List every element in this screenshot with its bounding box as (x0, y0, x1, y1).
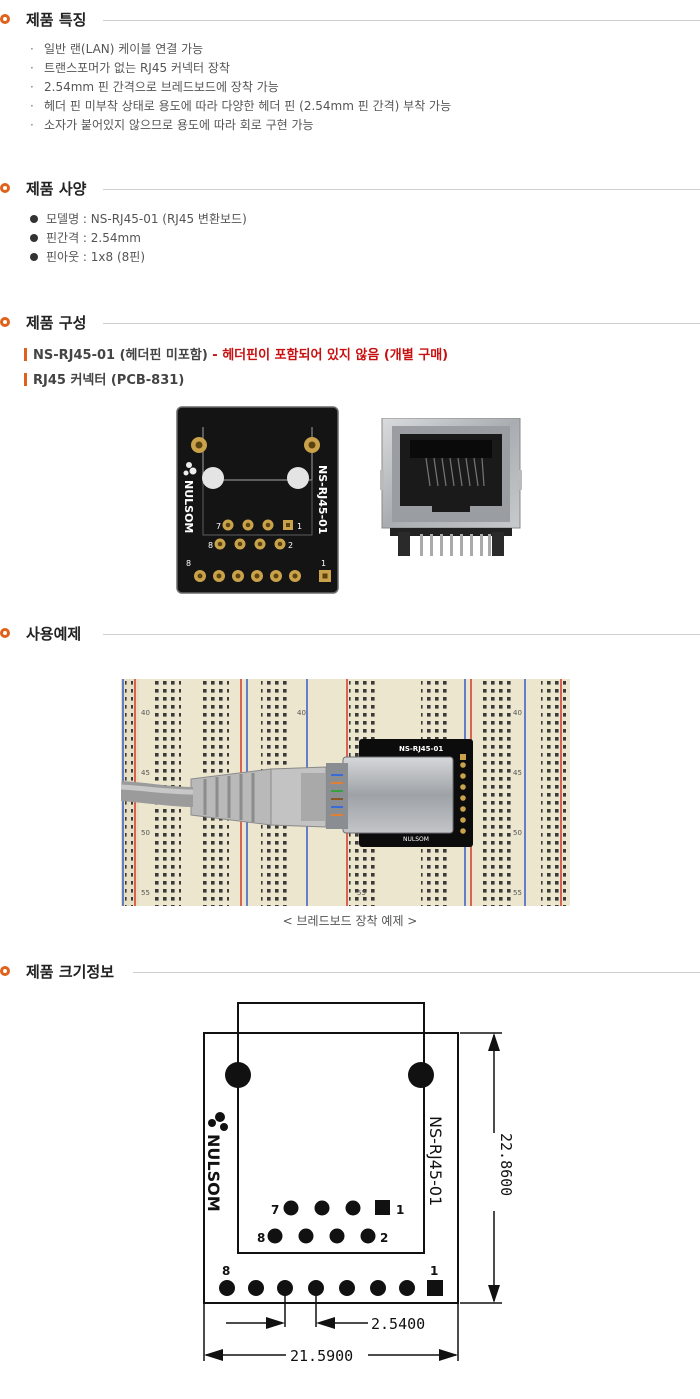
pin-label-2: 2 (288, 541, 293, 550)
section-bullet-icon (0, 317, 10, 327)
pin-label-8: 8 (257, 1231, 265, 1245)
list-item: 핀간격 : 2.54mm (30, 229, 247, 248)
list-item: ·헤더 핀 미부착 상태로 용도에 따라 다양한 헤더 핀 (2.54mm 핀 … (30, 97, 451, 116)
pin-label-7: 7 (216, 522, 221, 531)
pin-label-2: 2 (380, 1231, 388, 1245)
section-bullet-icon (0, 183, 10, 193)
row-number: 50 (513, 829, 522, 837)
row-number: 45 (513, 769, 522, 777)
example-caption: < 브레드보드 장착 예제 > (282, 914, 418, 928)
section-divider (103, 634, 700, 635)
disc-bullet-icon (30, 234, 38, 242)
section-dimensions-header: 제품 크기정보 (0, 961, 700, 985)
row-number: 45 (141, 769, 150, 777)
breadboard-hole-strip (481, 679, 511, 906)
pin-label-8: 8 (208, 541, 213, 550)
row-number: 40 (513, 709, 522, 717)
rj45-connector-image (380, 418, 522, 556)
dot-icon: · (30, 118, 34, 132)
dimension-drawing: NULSOM NS-RJ45-01 7 1 8 2 8 1 (203, 1002, 515, 1365)
drawing-model: NS-RJ45-01 (426, 1116, 445, 1206)
row-number: 50 (141, 829, 150, 837)
pin-label-8: 8 (222, 1264, 230, 1278)
drawing-brand: NULSOM (204, 1134, 223, 1212)
section-divider (103, 189, 700, 190)
dot-icon: · (30, 61, 34, 75)
section-specs-header: 제품 사양 (0, 178, 700, 202)
breadboard-hole-strip (541, 679, 566, 906)
orange-bar-icon (24, 373, 27, 386)
list-item: ·2.54mm 핀 간격으로 브레드보드에 장착 가능 (30, 78, 451, 97)
row-number: 55 (357, 889, 366, 897)
breadboard-photo: 40 45 50 55 40 55 40 45 50 55 NS-RJ45-01… (121, 679, 570, 906)
board-brand-label: NULSOM (403, 836, 429, 843)
pin-label-1: 1 (321, 559, 326, 568)
section-divider (103, 323, 700, 324)
dot-icon: · (30, 99, 34, 113)
spec-list: 모델명 : NS-RJ45-01 (RJ45 변환보드) 핀간격 : 2.54m… (30, 210, 247, 267)
pin-label-7: 7 (271, 1203, 279, 1217)
row-number: 55 (513, 889, 522, 897)
row-number: 40 (297, 709, 306, 717)
section-title: 제품 구성 (26, 314, 87, 332)
list-item: 모델명 : NS-RJ45-01 (RJ45 변환보드) (30, 210, 247, 229)
list-item: ·일반 랜(LAN) 케이블 연결 가능 (30, 40, 451, 59)
dimension-pitch: 2.5400 (371, 1315, 425, 1333)
composition-item-connector: RJ45 커넥터 (PCB-831) (24, 371, 184, 391)
section-example-header: 사용예제 (0, 623, 700, 647)
section-divider (133, 972, 700, 973)
section-bullet-icon (0, 14, 10, 24)
section-title: 제품 사양 (26, 180, 87, 198)
board-label: NS-RJ45-01 (399, 745, 443, 753)
board-model: NS-RJ45-01 (316, 465, 329, 534)
pin-label-8: 8 (186, 559, 191, 568)
dimension-width: 21.5900 (290, 1347, 353, 1365)
list-item: 핀아웃 : 1x8 (8핀) (30, 248, 247, 267)
composition-item-board: NS-RJ45-01 (헤더핀 미포함) - 헤더핀이 포함되어 있지 않음 (… (24, 346, 448, 366)
dot-icon: · (30, 42, 34, 56)
row-number: 55 (141, 889, 150, 897)
section-composition-header: 제품 구성 (0, 312, 700, 336)
disc-bullet-icon (30, 215, 38, 223)
row-number: 40 (141, 709, 150, 717)
disc-bullet-icon (30, 253, 38, 261)
dimension-height: 22.8600 (497, 1133, 515, 1196)
pcb-board-image: NULSOM NS-RJ45-01 7 1 8 2 8 1 (176, 406, 339, 594)
dot-icon: · (30, 80, 34, 94)
section-divider (103, 20, 700, 21)
section-features-header: 제품 특징 (0, 9, 700, 33)
pin-label-1: 1 (396, 1203, 404, 1217)
section-bullet-icon (0, 966, 10, 976)
feature-list: ·일반 랜(LAN) 케이블 연결 가능 ·트랜스포머가 없는 RJ45 커넥터… (30, 40, 451, 135)
board-brand: NULSOM (182, 480, 195, 533)
section-title: 제품 특징 (26, 11, 87, 29)
section-title: 사용예제 (26, 625, 82, 643)
composition-note: 헤더핀이 포함되어 있지 않음 (개별 구매) (222, 348, 449, 363)
section-title: 제품 크기정보 (26, 963, 115, 981)
pin-label-1: 1 (297, 522, 302, 531)
orange-bar-icon (24, 348, 27, 361)
section-bullet-icon (0, 628, 10, 638)
list-item: ·트랜스포머가 없는 RJ45 커넥터 장착 (30, 59, 451, 78)
pin-label-1: 1 (430, 1264, 438, 1278)
list-item: ·소자가 붙어있지 않으므로 용도에 따라 회로 구현 가능 (30, 116, 451, 135)
